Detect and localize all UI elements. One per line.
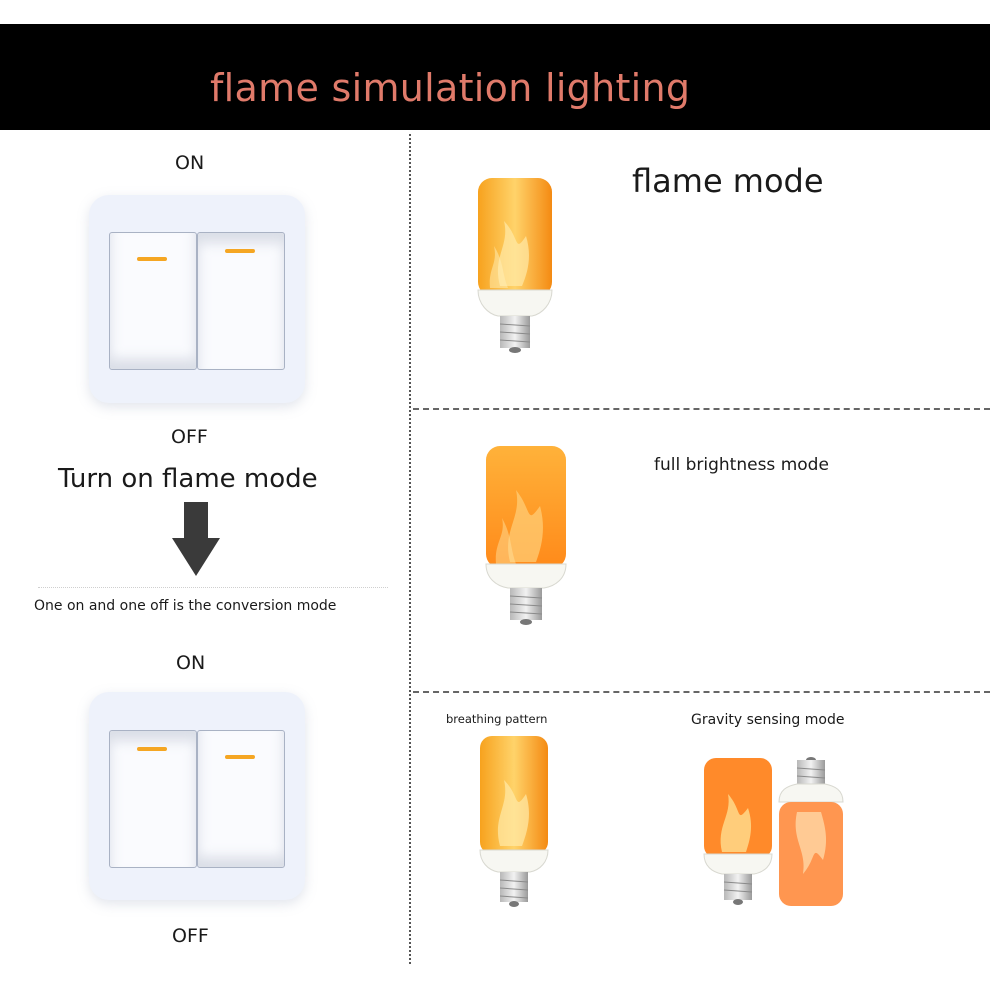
- gravity-bulb-inverted-icon: [778, 757, 844, 906]
- horizontal-divider-2: [413, 691, 990, 693]
- full-brightness-bulb-icon: [485, 446, 567, 625]
- full-brightness-mode-label: full brightness mode: [654, 455, 829, 475]
- bottom-switch-right-indicator: [225, 755, 255, 759]
- gravity-bulb-upright-icon: [703, 758, 773, 905]
- page-title: flame simulation lighting: [210, 66, 691, 110]
- left-faint-divider: [38, 587, 388, 588]
- top-switch-off-label: OFF: [171, 426, 208, 448]
- gravity-sensing-mode-label: Gravity sensing mode: [691, 712, 845, 728]
- bottom-switch-left-rocker[interactable]: [109, 730, 197, 868]
- bottom-switch-on-label: ON: [176, 652, 206, 674]
- horizontal-divider-1: [413, 408, 990, 410]
- bottom-switch-off-label: OFF: [172, 925, 209, 947]
- top-switch-left-rocker[interactable]: [109, 232, 197, 370]
- top-switch-on-label: ON: [175, 152, 205, 174]
- vertical-divider: [409, 134, 411, 964]
- bottom-switch-plate: [89, 692, 305, 900]
- top-switch-right-rocker[interactable]: [197, 232, 285, 370]
- arrow-down-icon: [172, 502, 220, 576]
- header-banner: flame simulation lighting: [0, 24, 990, 130]
- flame-mode-label: flame mode: [632, 162, 824, 200]
- bottom-switch-right-rocker[interactable]: [197, 730, 285, 868]
- top-switch-left-indicator: [137, 257, 167, 261]
- instruction-text: Turn on flame mode: [58, 464, 318, 494]
- flame-mode-bulb-icon: [477, 178, 553, 353]
- conversion-note: One on and one off is the conversion mod…: [34, 598, 337, 614]
- top-switch-right-indicator: [225, 249, 255, 253]
- breathing-pattern-bulb-icon: [479, 736, 549, 907]
- top-switch-plate: [89, 195, 305, 403]
- bottom-switch-left-indicator: [137, 747, 167, 751]
- breathing-pattern-label: breathing pattern: [446, 712, 548, 726]
